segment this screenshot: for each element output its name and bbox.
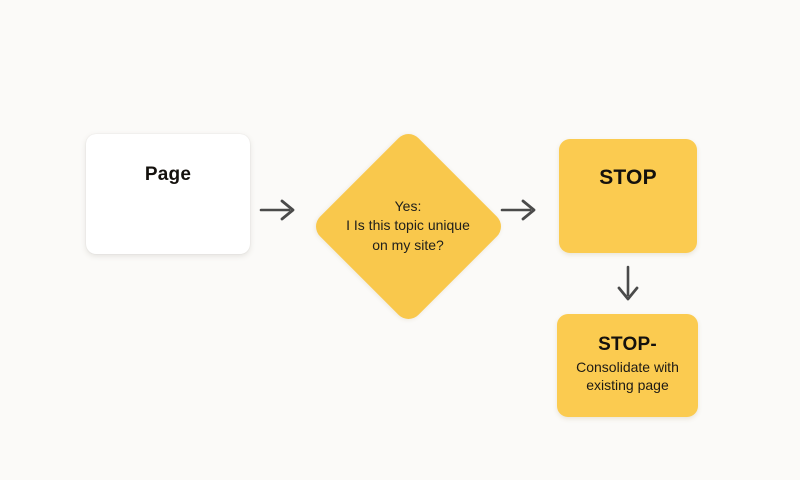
node-stop-consolidate[interactable]: STOP- Consolidate with existing page [557,314,698,417]
node-page-label: Page [144,164,192,185]
node-decision-text: Yes: I Is this topic unique on my site? [310,128,506,324]
node-decision-line-3: on my site? [372,236,444,253]
node-stop-consolidate-label: STOP- [598,334,657,355]
node-page[interactable]: Page [86,134,250,254]
node-decision-line-2: I Is this topic unique [346,217,470,234]
arrow-right-icon-decision-to-stop [497,190,543,230]
node-decision-line-1: Yes: [394,198,422,215]
node-stop[interactable]: STOP [559,139,697,253]
node-stop-consolidate-subline-2: existing page [586,377,669,394]
arrow-right-icon-page-to-decision [256,190,302,230]
node-stop-consolidate-subline-1: Consolidate with [576,359,679,375]
node-decision[interactable]: Yes: I Is this topic unique on my site? [309,127,507,325]
node-stop-label: STOP [599,166,657,189]
arrow-down-icon-stop-to-consolidate [608,262,648,308]
